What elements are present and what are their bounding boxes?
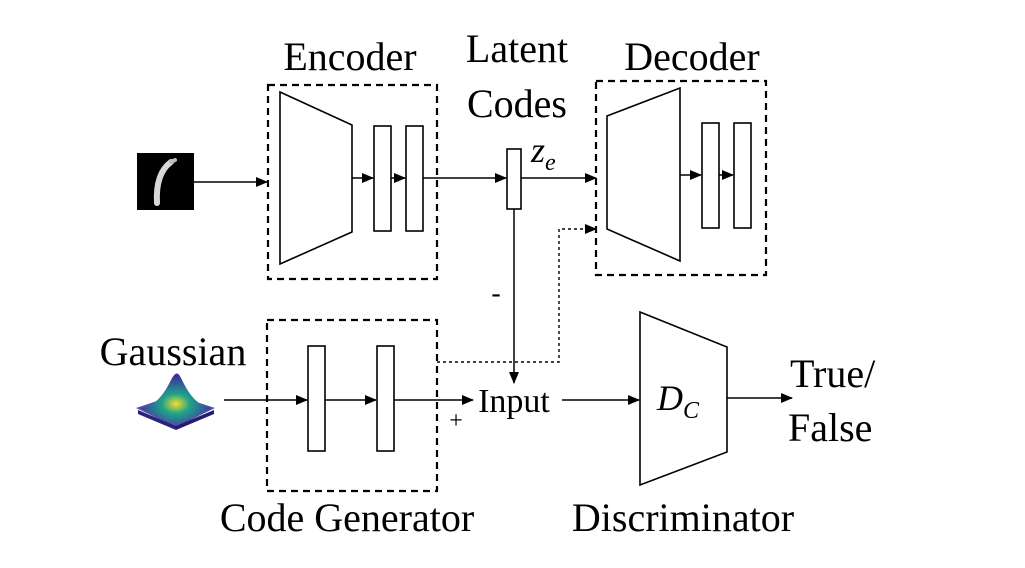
gaussian-title: Gaussian — [100, 329, 247, 374]
gaussian-surface-icon — [136, 373, 215, 430]
decoder-dashed-box — [594, 79, 768, 277]
discriminator-trapezoid — [639, 310, 728, 487]
discriminator-subscript: C — [683, 398, 700, 424]
code-generator-dashed-box — [265, 318, 439, 493]
latent-subscript: e — [545, 150, 556, 176]
decoder-trapezoid — [606, 86, 681, 263]
generator-layer-2 — [376, 345, 395, 452]
encoder-dashed-box — [266, 83, 439, 281]
output-line1: True/ — [790, 351, 876, 396]
latent-code-bar — [506, 148, 522, 210]
input-label: Input — [478, 383, 550, 420]
handwritten-digit-image-icon — [137, 153, 194, 210]
generator-layer-1 — [307, 345, 326, 452]
encoder-trapezoid — [279, 90, 353, 266]
discriminator-title: Discriminator — [572, 495, 794, 540]
decoder-title: Decoder — [624, 34, 759, 79]
minus-sign: - — [491, 278, 500, 309]
code-generator-title: Code Generator — [220, 495, 474, 540]
latent-symbol: ze — [530, 130, 556, 176]
output-line2: False — [788, 405, 872, 450]
encoder-layer-1 — [373, 125, 392, 232]
discriminator-symbol: DC — [656, 378, 700, 424]
latent-title-line2: Codes — [467, 81, 567, 126]
generator-to-decoder-dotted-arrow — [437, 224, 597, 363]
encoder-layer-2 — [405, 125, 424, 232]
encoder-title: Encoder — [283, 34, 416, 79]
latent-title-line1: Latent — [466, 26, 568, 71]
decoder-layer-2 — [733, 122, 752, 229]
plus-sign: + — [449, 408, 463, 434]
decoder-layer-1 — [701, 122, 720, 229]
